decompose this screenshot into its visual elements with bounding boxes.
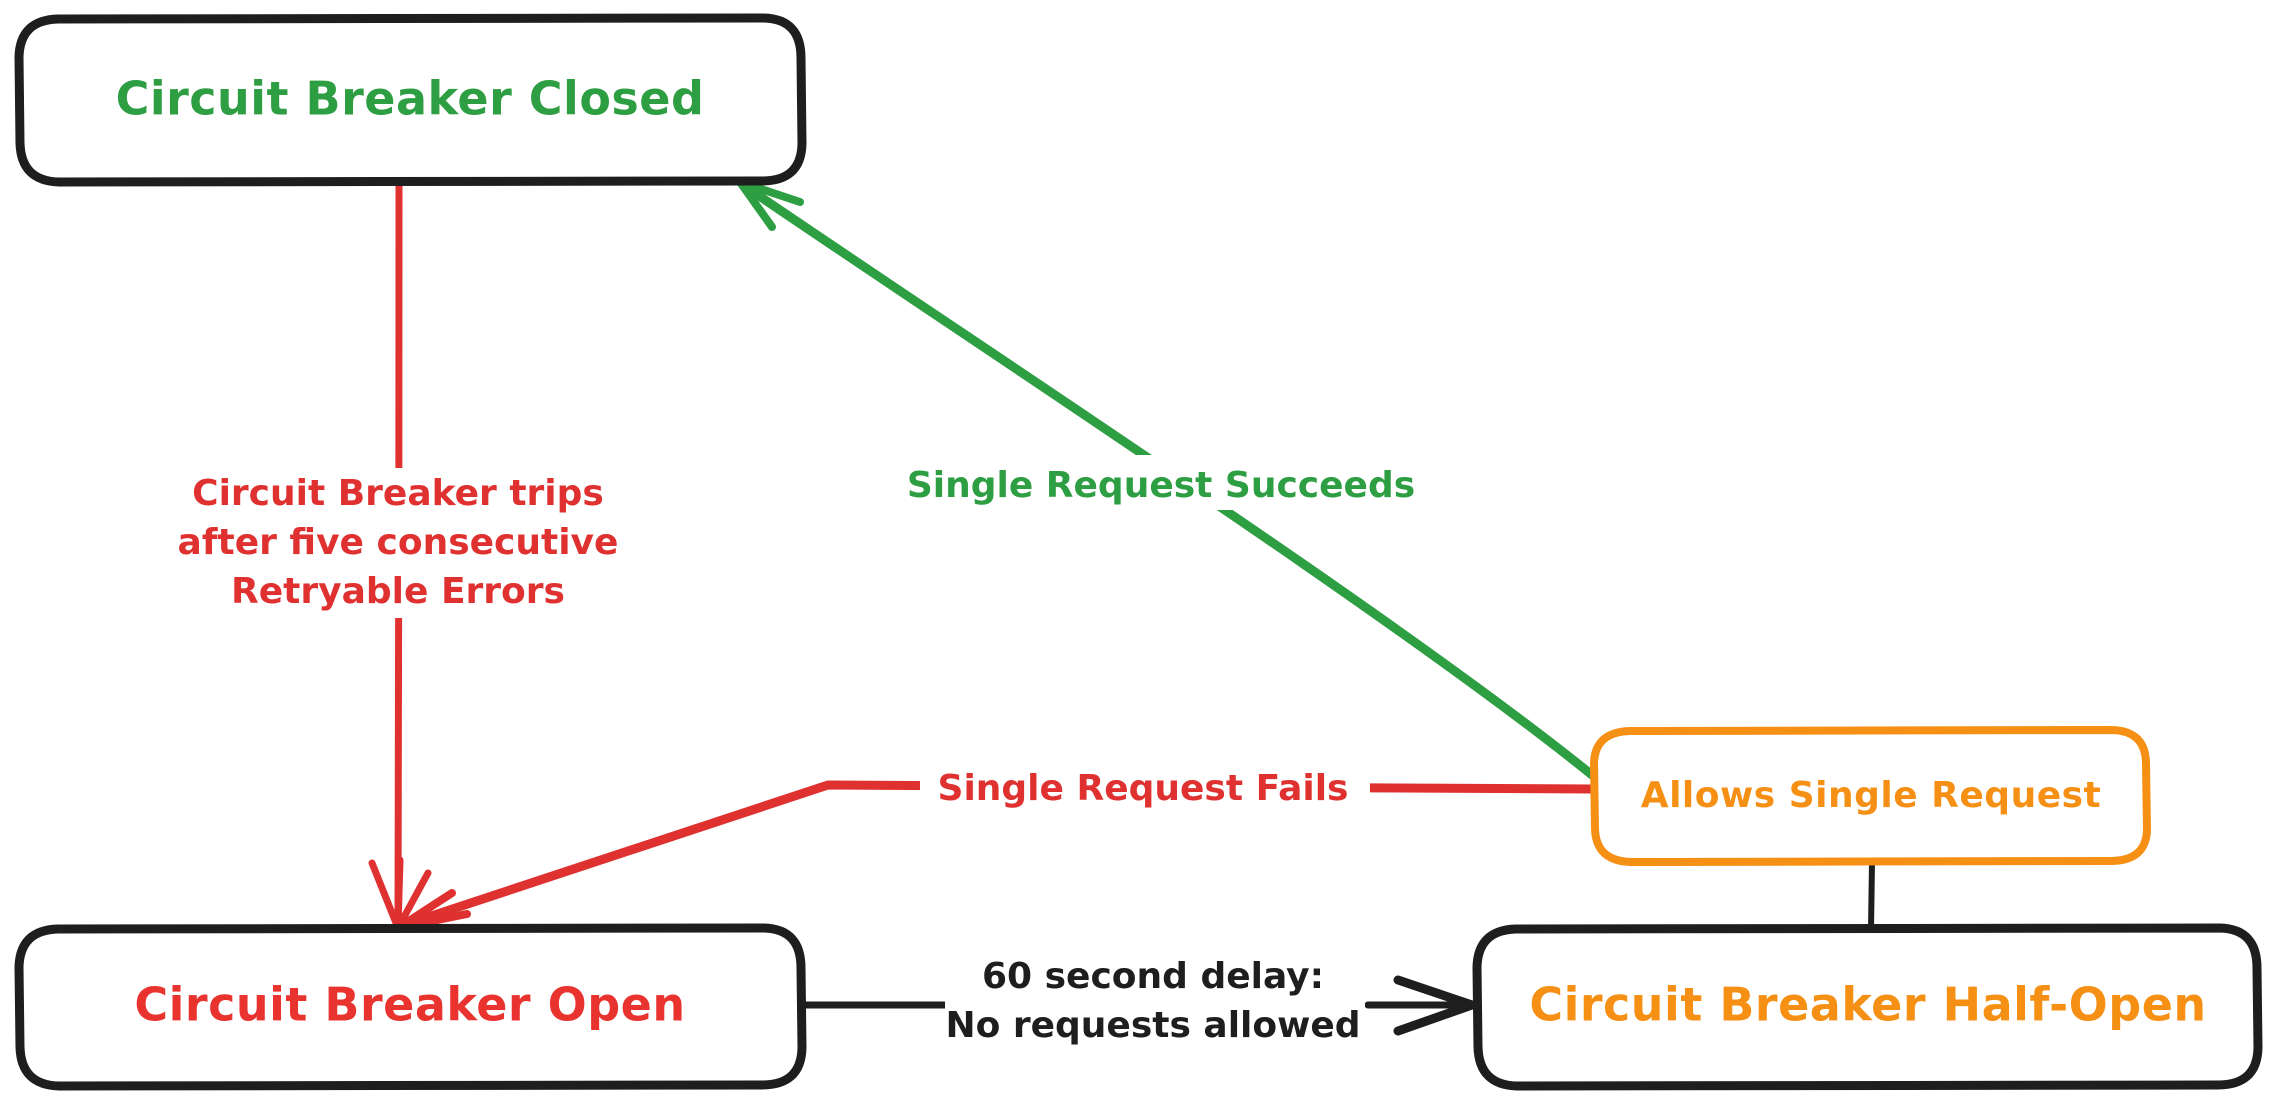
node-circuit-breaker-half-open[interactable]: Circuit Breaker Half-Open xyxy=(1472,923,2263,1091)
edge-label-line-1: Circuit Breaker trips xyxy=(192,473,604,514)
edge-label-allows-to-open: Single Request Fails xyxy=(920,760,1370,814)
label-backdrop xyxy=(175,468,625,618)
edge-label-allows-to-closed: Single Request Succeeds xyxy=(905,455,1420,510)
edge-label-line-2: No requests allowed xyxy=(945,1005,1360,1046)
node-label-closed: Circuit Breaker Closed xyxy=(116,72,705,126)
edge-label-single-request-succeeds: Single Request Succeeds xyxy=(907,465,1415,506)
node-allows-single-request[interactable]: Allows Single Request xyxy=(1590,726,2151,866)
node-circuit-breaker-open[interactable]: Circuit Breaker Open xyxy=(14,923,807,1091)
node-label-open: Circuit Breaker Open xyxy=(134,978,685,1032)
label-backdrop xyxy=(945,948,1365,1063)
label-backdrop xyxy=(905,455,1420,510)
node-circuit-breaker-closed[interactable]: Circuit Breaker Closed xyxy=(14,13,807,187)
node-label-allows-single-request: Allows Single Request xyxy=(1641,775,2102,816)
edge-label-single-request-fails: Single Request Fails xyxy=(938,768,1349,809)
node-border xyxy=(1472,923,2263,1091)
node-border xyxy=(1590,726,2151,866)
edge-label-closed-to-open: Circuit Breaker trips after five consecu… xyxy=(175,468,625,618)
edge-label-line-3: Retryable Errors xyxy=(231,571,565,612)
node-border xyxy=(14,13,807,187)
edge-label-line-2: after five consecutive xyxy=(178,522,619,563)
arrowhead-icon xyxy=(368,856,432,932)
edge-label-open-to-half-open: 60 second delay: No requests allowed xyxy=(945,948,1365,1063)
node-label-half-open: Circuit Breaker Half-Open xyxy=(1529,978,2206,1032)
node-border xyxy=(14,923,807,1091)
label-backdrop xyxy=(920,760,1370,814)
edge-half-open-to-allows xyxy=(1868,859,1875,932)
edge-line xyxy=(1868,859,1875,932)
arrowhead-icon xyxy=(1393,975,1477,1036)
edge-open-to-half-open xyxy=(799,975,1477,1036)
edge-label-line-1: 60 second delay: xyxy=(982,956,1324,997)
